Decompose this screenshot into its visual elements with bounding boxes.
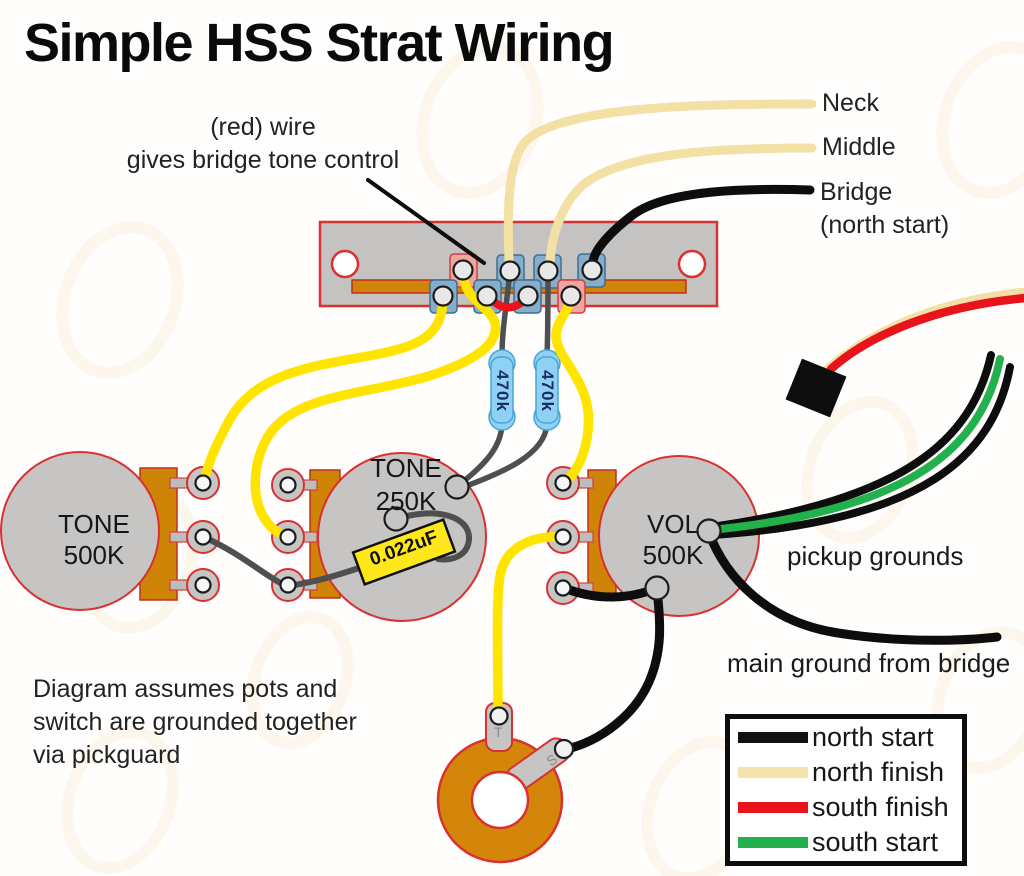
resistor1-lead-top [499, 268, 513, 359]
wire-volume-to-jack [492, 532, 568, 719]
legend-row: south start [738, 825, 962, 860]
wire-neck [503, 99, 817, 267]
wire-ground-to-jack [562, 585, 665, 754]
volume-pot [546, 455, 760, 617]
legend-swatch-south-start [738, 837, 808, 848]
wire-main-ground [704, 528, 1002, 645]
gray-wires [201, 268, 551, 589]
output-jack [436, 702, 571, 864]
legend-row: north start [738, 720, 962, 755]
volume-value-label: VOL 500K [642, 509, 704, 570]
main-ground-label: main ground from bridge [727, 648, 1011, 678]
legend-swatch-south-finish [738, 802, 808, 813]
annotation-pointer-line [366, 178, 486, 265]
resistor1 [488, 349, 516, 431]
tone1-pot [0, 451, 220, 611]
switch-mount-hole-left [330, 249, 360, 279]
solder-holes [194, 259, 722, 760]
page-title: Simple HSS Strat Wiring [24, 13, 615, 73]
jack-hole [470, 770, 530, 830]
neck-label: Neck [822, 89, 879, 117]
wire-bridge-north-start [588, 184, 815, 267]
wire-switch-to-tone2 [250, 266, 501, 542]
bridge-sublabel: (north start) [820, 211, 950, 239]
tone2-value-label: TONE 250K [370, 453, 442, 516]
jack-tip-letter: T [494, 724, 503, 740]
middle-label: Middle [822, 133, 896, 161]
yellow-wires [199, 266, 594, 719]
wire-color-legend: north start north finish south finish so… [725, 714, 967, 866]
legend-row: north finish [738, 755, 962, 790]
volume-body [598, 455, 760, 617]
tone-link-wire [201, 534, 289, 589]
resistor2-lead-bottom [458, 421, 550, 491]
resistor2-lead-top [544, 268, 551, 359]
tone1-body [0, 451, 160, 611]
wire-bridge-south-finish [826, 293, 1024, 374]
wire-pickup-ground-b [709, 363, 1014, 539]
legend-row: south finish [738, 790, 962, 825]
legend-swatch-north-finish [738, 767, 808, 778]
pickup-grounds-label: pickup grounds [787, 541, 964, 571]
resistor1-value: 470k [493, 370, 512, 412]
wire-switch-to-tone1 [199, 292, 448, 487]
bridge-connector-block [785, 358, 847, 418]
wire-switch-to-volume [551, 292, 594, 487]
bridge-label: Bridge [820, 178, 893, 206]
switch-mount-hole-right [677, 249, 707, 279]
resistor2-value: 470k [538, 370, 557, 412]
wire-pickup-ground-a [707, 351, 995, 531]
resistor2 [533, 349, 561, 431]
tone1-value-label: TONE 500K [58, 509, 130, 570]
wire-south-start-ground [707, 355, 1004, 534]
tone-capacitor [351, 518, 457, 586]
legend-swatch-north-start [738, 732, 808, 743]
cap-lead-loop [393, 510, 473, 563]
wire-middle [545, 143, 817, 268]
black-wires [366, 178, 1014, 754]
